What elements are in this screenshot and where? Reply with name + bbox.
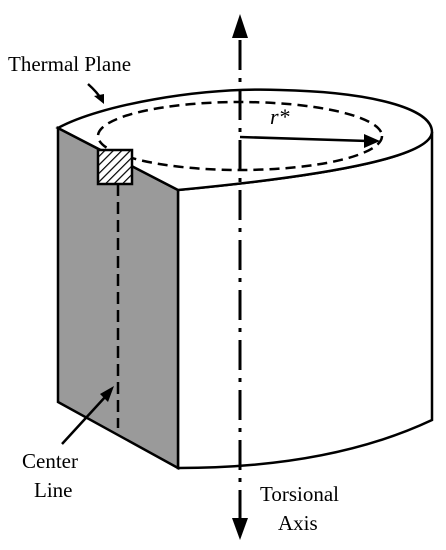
axis-arrow-down-icon [232, 518, 248, 540]
radius-arrow-line [239, 135, 369, 143]
axis-arrow-up-icon [232, 14, 248, 38]
center-line-label-line2: Line [34, 478, 72, 502]
radius-arrow-head-icon [364, 134, 380, 148]
center-line-arrow-icon [100, 386, 114, 402]
radius-label: r* [270, 104, 290, 129]
thermal-plane-arrow-icon [94, 94, 104, 104]
torsional-axis-label-line2: Axis [278, 511, 318, 535]
thermal-plane-label: Thermal Plane [8, 52, 131, 76]
torsional-axis-label-line1: Torsional [260, 482, 339, 506]
top-face [55, 88, 434, 192]
center-line-label-line1: Center [22, 449, 78, 473]
hatched-element [96, 148, 134, 186]
center-line-leader [61, 395, 107, 445]
